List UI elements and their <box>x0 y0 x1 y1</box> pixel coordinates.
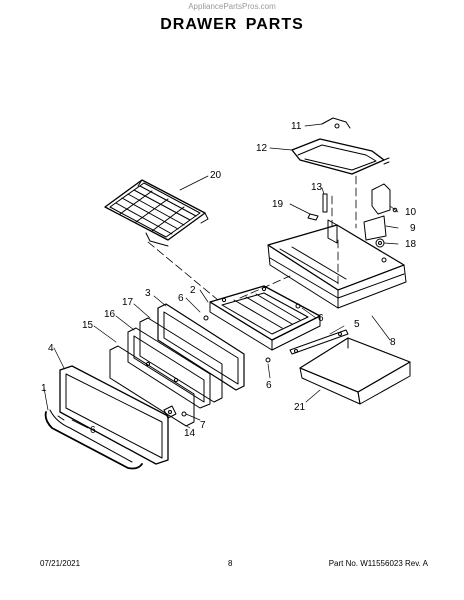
drawer-body <box>209 285 321 351</box>
callout-15: 15 <box>82 320 94 331</box>
callout-11: 11 <box>291 121 302 132</box>
callout-14: 14 <box>184 428 196 439</box>
front-fasteners <box>163 303 301 419</box>
callout-6-handle: 6 <box>90 425 96 436</box>
callout-9: 9 <box>410 223 416 234</box>
watermark: AppliancePartsPros.com <box>188 2 276 11</box>
callout-20: 20 <box>210 170 222 181</box>
callout-6-drawer: 6 <box>178 293 184 304</box>
oven-rack <box>104 179 209 247</box>
callout-12: 12 <box>256 143 268 154</box>
assembly-guide-lines <box>147 175 357 301</box>
footer-date: 07/21/2021 <box>40 559 81 568</box>
callout-2: 2 <box>190 285 196 296</box>
footer-page-number: 8 <box>228 559 233 568</box>
drawer-handle <box>44 409 143 470</box>
callout-7: 7 <box>200 420 206 431</box>
callout-6-slide: 6 <box>318 313 324 324</box>
housing-hardware <box>307 183 398 248</box>
footer-part-number: Part No. W11556023 Rev. A <box>328 559 428 568</box>
callout-5: 5 <box>354 319 360 330</box>
drawer-outer-panel <box>59 365 169 465</box>
callout-16: 16 <box>104 309 116 320</box>
callout-18: 18 <box>405 239 417 250</box>
callout-6-bottom: 6 <box>266 380 272 391</box>
callout-19: 19 <box>272 199 284 210</box>
callout-10: 10 <box>405 207 417 218</box>
callout-4: 4 <box>48 343 54 354</box>
callout-3: 3 <box>145 288 151 299</box>
callout-labels: 11 12 20 13 19 10 9 18 2 3 6 17 16 6 15 … <box>41 121 417 439</box>
callout-17: 17 <box>122 297 134 308</box>
callout-21: 21 <box>294 402 306 413</box>
bake-element-assembly <box>291 117 390 175</box>
callout-8: 8 <box>390 337 396 348</box>
page-title: DRAWER PARTS <box>160 16 304 33</box>
callout-leaders <box>43 123 399 429</box>
drawer-front-layers <box>109 303 245 427</box>
drawer-liner <box>299 337 411 405</box>
drawer-housing <box>267 219 407 309</box>
callout-1: 1 <box>41 383 47 394</box>
drawer-slide <box>289 329 349 355</box>
callout-13: 13 <box>311 182 323 193</box>
